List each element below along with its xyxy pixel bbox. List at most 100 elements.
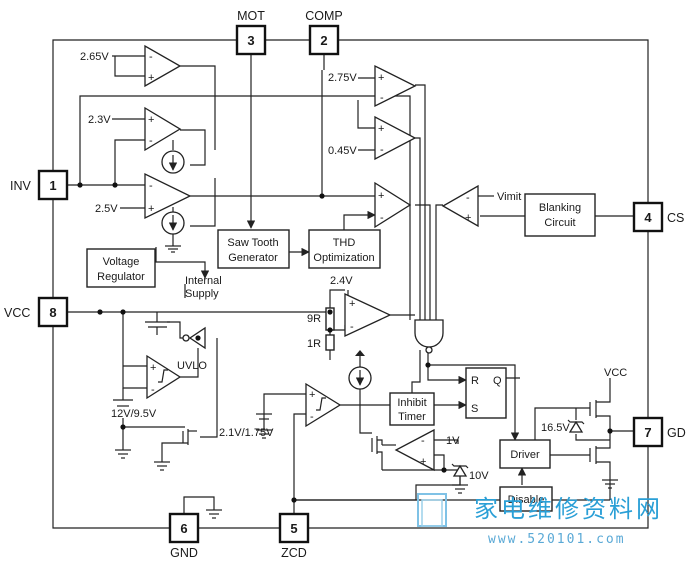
current-source-2 [161,211,185,235]
reference-12v-9-5v [113,399,133,407]
svg-text:1R: 1R [307,338,321,350]
zener-10v [451,463,469,477]
thd-optimization-block: THD Optimization [308,229,381,269]
reference-2-1v [256,413,272,420]
watermark: 家电维修资料网 www.520101.com [417,493,663,547]
svg-text:2.4V: 2.4V [330,275,353,287]
ground-icon [206,509,222,519]
svg-text:Regulator: Regulator [97,271,145,283]
and-gate [414,319,444,354]
pin-1-inv: 1 INV [10,169,69,201]
svg-text:Vimit: Vimit [497,191,521,203]
svg-text:-: - [149,135,153,147]
voltage-regulator-block: Voltage Regulator [86,248,156,288]
svg-text:7: 7 [644,425,651,440]
svg-text:ZCD: ZCD [281,546,307,560]
svg-text:Saw Tooth: Saw Tooth [227,237,278,249]
pin-7-gd: 7 GD [632,416,686,448]
svg-text:Q: Q [493,375,502,387]
comparator-1v: - + [394,428,435,472]
svg-text:Circuit: Circuit [544,217,575,229]
svg-text:-: - [149,180,153,192]
pin-3-mot: 3 MOT [235,9,267,56]
svg-text:2: 2 [320,33,327,48]
comparator-2-75v: + - [374,64,417,108]
ground-icon [165,242,181,253]
svg-text:5: 5 [290,521,297,536]
junction-dots [77,182,613,503]
uvlo-switch-transistor [161,429,197,447]
wiring [67,54,634,514]
svg-text:9R: 9R [307,313,321,325]
comparator-0-45v: + - [374,115,417,161]
svg-text:+: + [349,298,355,310]
ground-icon [256,429,272,439]
watermark-title: 家电维修资料网 [474,495,663,523]
blanking-circuit-block: Blanking Circuit [524,193,596,237]
svg-text:+: + [148,72,154,84]
svg-text:Supply: Supply [185,288,219,300]
svg-text:3: 3 [247,33,254,48]
zener-16-5v [567,419,585,433]
svg-text:2.5V: 2.5V [95,203,118,215]
comparator-2-65v: - + [144,44,182,88]
svg-text:VCC: VCC [4,306,30,320]
high-side-transistor [589,398,611,418]
svg-text:2.3V: 2.3V [88,114,111,126]
svg-text:+: + [309,389,315,401]
svg-text:-: - [380,92,384,104]
svg-text:Disable: Disable [508,494,545,506]
svg-text:+: + [378,190,384,202]
low-side-transistor [589,445,611,480]
resistor-1r: 1R [307,334,335,351]
svg-text:8: 8 [49,305,56,320]
ground-icon [115,449,131,459]
svg-text:GD: GD [667,426,686,440]
current-comparator: + - [374,181,412,229]
ground-icon [602,479,618,489]
svg-text:2.75V: 2.75V [328,72,357,84]
svg-text:-: - [380,212,384,224]
svg-text:Blanking: Blanking [539,202,581,214]
svg-text:-: - [421,435,425,447]
ground-symbols [115,242,618,519]
svg-text:4: 4 [644,210,652,225]
svg-text:COMP: COMP [305,9,343,23]
pin-2-comp: 2 COMP [305,9,343,56]
svg-text:6: 6 [180,521,187,536]
pin-4-cs: 4 CS [632,201,684,233]
ground-icon [154,461,170,471]
uvlo-comparator: + - [146,354,182,400]
pin-5-zcd: 5 ZCD [278,512,310,560]
svg-text:1: 1 [49,178,56,193]
pin-8-vcc: 8 VCC [4,296,69,328]
svg-text:+: + [465,212,471,224]
svg-text:Optimization: Optimization [313,252,374,264]
error-amplifier: - + [144,172,192,220]
pin-6-gnd: 6 GND [168,512,200,560]
svg-text:+: + [150,362,156,374]
svg-text:Internal: Internal [185,275,222,287]
svg-text:0.45V: 0.45V [328,145,357,157]
svg-text:2.1V/1.75V: 2.1V/1.75V [219,427,274,439]
svg-text:Driver: Driver [510,449,540,461]
svg-text:+: + [148,114,154,126]
svg-text:INV: INV [10,179,32,193]
watermark-url: www.520101.com [488,532,626,547]
current-source-3 [348,350,372,390]
comparator-2-3v: + - [144,106,182,152]
svg-text:-: - [310,411,314,423]
uvlo-inverter [182,326,206,350]
svg-text:16.5V: 16.5V [541,422,570,434]
svg-text:+: + [378,123,384,135]
svg-text:-: - [151,384,155,396]
current-source-1 [161,150,185,174]
comparator-2-4v: + - [344,292,392,338]
svg-text:-: - [466,192,470,204]
saw-tooth-generator-block: Saw Tooth Generator [217,229,290,269]
svg-text:10V: 10V [469,470,489,482]
svg-text:R: R [471,375,479,387]
svg-text:THD: THD [333,237,356,249]
ground-icon [452,484,468,494]
driver-block: Driver [499,439,551,469]
